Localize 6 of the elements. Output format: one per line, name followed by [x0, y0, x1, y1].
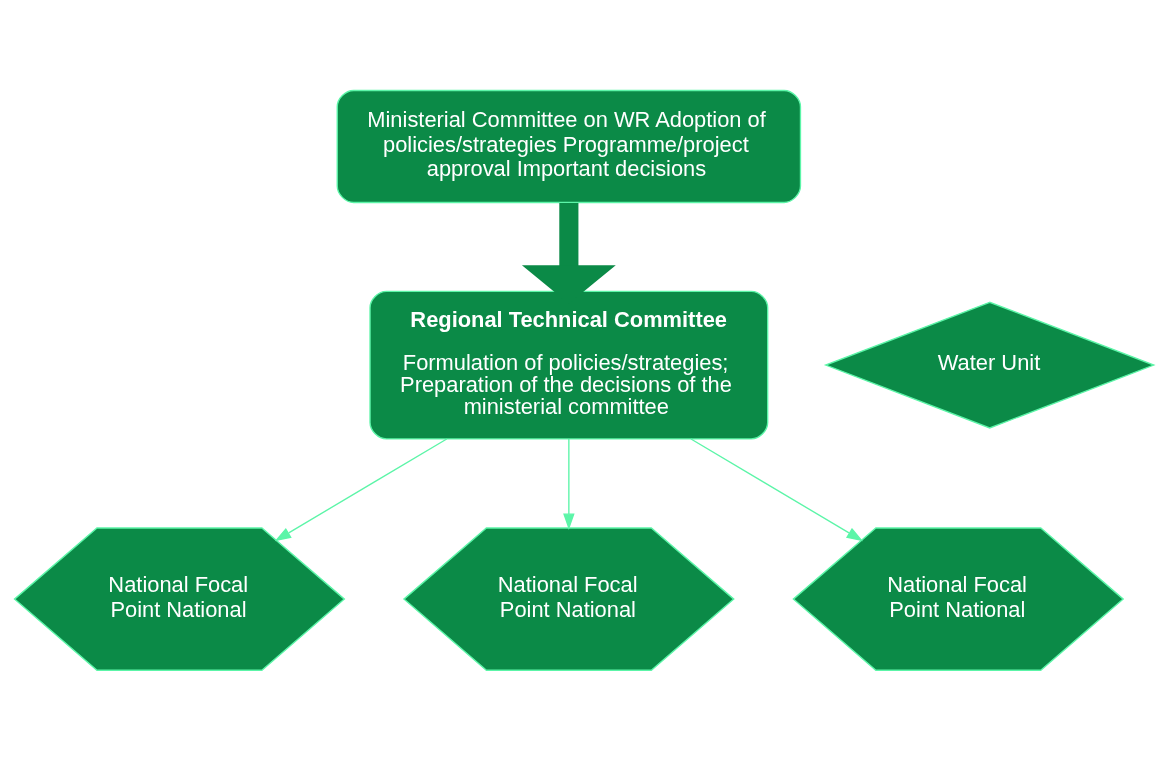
node-diamond: Water Unit — [823, 301, 1156, 429]
node-box: Regional Technical Committee Formulation of policies/strategies; Preparation of the decisions of the ministerial committee — [369, 290, 769, 440]
arrow — [563, 437, 575, 530]
arrow — [274, 437, 448, 541]
node-box: Ministerial Committee on WR Adoption of policies/strategies Programme/project approval Important decisions — [336, 89, 802, 203]
arrow — [690, 437, 864, 541]
